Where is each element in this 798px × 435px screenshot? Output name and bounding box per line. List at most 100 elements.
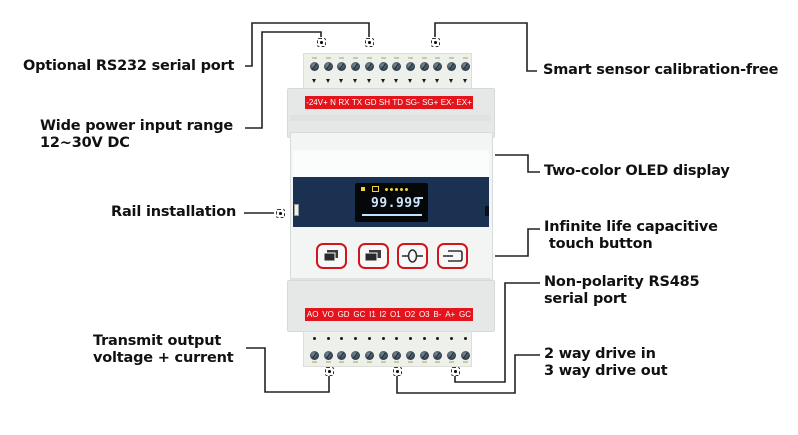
callout-touch: Infinite life capacitive touch button [544, 219, 718, 252]
rs485-leader [454, 282, 540, 383]
terminal-pin-marker [462, 79, 467, 83]
signal-dot [390, 188, 393, 191]
terminal-number [353, 361, 359, 363]
stacked-windows-icon [364, 250, 381, 262]
target-marker [317, 38, 326, 47]
target-marker [325, 367, 334, 376]
unit-indicator [418, 197, 423, 199]
signal-dot [385, 188, 388, 191]
terminal-label: N [330, 98, 336, 107]
terminal-number [407, 361, 413, 363]
terminal-label: VO [322, 310, 334, 319]
terminal-screw [433, 62, 443, 71]
terminal-pin-marker [408, 337, 412, 340]
terminal-label: GC [353, 310, 366, 319]
terminal-screw [323, 351, 333, 360]
terminal-pin-marker [407, 79, 412, 83]
signal-dot [400, 188, 403, 191]
sensor-leader [434, 22, 537, 72]
target-marker [431, 38, 440, 47]
rail-clip-right [485, 206, 489, 216]
terminal-screw [378, 62, 388, 71]
terminal-number [325, 57, 331, 59]
callout-sensor: Smart sensor calibration-free [543, 62, 779, 78]
terminal-number [435, 361, 441, 363]
terminal-pin-marker [463, 337, 467, 340]
terminal-screw [310, 351, 319, 360]
callout-drive: 2 way drive in 3 way drive out [544, 346, 668, 379]
terminal-screw [405, 351, 415, 360]
rail-clip-left [294, 204, 299, 216]
rs232-leader [245, 22, 370, 67]
enter-icon [443, 250, 463, 262]
terminal-screw [419, 62, 429, 71]
power-leader [245, 31, 322, 129]
terminal-pin-marker [421, 79, 426, 83]
terminal-number [407, 57, 413, 59]
display-reading: 99.999 [371, 196, 421, 211]
terminal-number [449, 57, 454, 59]
oled-display: 99.999 [355, 183, 428, 222]
terminal-label: O1 [390, 310, 401, 319]
zero-tare-icon [402, 249, 423, 263]
signal-dot [395, 188, 398, 191]
touch-button-page-back[interactable] [316, 243, 347, 269]
touch-button-zero[interactable] [397, 243, 428, 269]
terminal-number [462, 361, 468, 363]
touch-button-page-forward[interactable] [358, 243, 389, 269]
callout-rail: Rail installation [111, 204, 237, 220]
terminal-pin-marker [353, 79, 358, 83]
terminal-pin-marker [312, 79, 316, 83]
terminal-pin-marker [325, 79, 330, 83]
terminal-label: GC [458, 310, 471, 319]
terminal-pin-marker [449, 79, 453, 83]
terminal-label: -24V+ [306, 98, 328, 107]
terminal-screw [392, 62, 402, 71]
terminal-pin-marker [366, 79, 371, 83]
terminal-screw [337, 351, 347, 360]
terminal-pin-marker [450, 337, 453, 340]
transmit-leader [246, 347, 330, 393]
terminal-label: AO [306, 310, 319, 319]
terminal-pin-marker [422, 337, 426, 340]
terminal-pin-marker [340, 337, 344, 340]
terminal-label: GD [337, 310, 350, 319]
terminal-screw [378, 351, 388, 360]
bottom-terminal-block [303, 331, 472, 367]
terminal-number [325, 361, 331, 363]
display-underline [362, 214, 422, 216]
touch-button-enter[interactable] [437, 243, 468, 269]
terminal-label: I1 [369, 310, 376, 319]
terminal-label: TD [392, 98, 404, 107]
terminal-label: O3 [418, 310, 430, 319]
terminal-number [380, 361, 386, 363]
terminal-screw [447, 351, 456, 360]
terminal-label: O2 [404, 310, 416, 319]
terminal-label: SG- [405, 98, 420, 107]
target-marker [365, 38, 374, 47]
terminal-screw [337, 62, 347, 71]
terminal-number [421, 57, 427, 59]
terminal-screw [351, 351, 361, 360]
terminal-screw [460, 62, 470, 71]
terminal-pin-marker [380, 79, 385, 83]
terminal-label: GD [364, 98, 377, 107]
terminal-pin-marker [435, 79, 440, 83]
terminal-screw [419, 351, 429, 360]
terminal-pin-marker [381, 337, 385, 340]
terminal-screw [405, 62, 415, 71]
terminal-label: EX+ [456, 98, 472, 107]
terminal-screw [351, 62, 361, 71]
terminal-label: SG+ [422, 98, 439, 107]
display-window [293, 150, 489, 177]
terminal-pin-marker [394, 79, 399, 83]
terminal-number [462, 57, 468, 59]
callout-power: Wide power input range 12~30V DC [40, 118, 234, 151]
terminal-number [339, 57, 345, 59]
touch-leader [495, 228, 540, 257]
terminal-number [394, 57, 400, 59]
terminal-number [394, 361, 400, 363]
